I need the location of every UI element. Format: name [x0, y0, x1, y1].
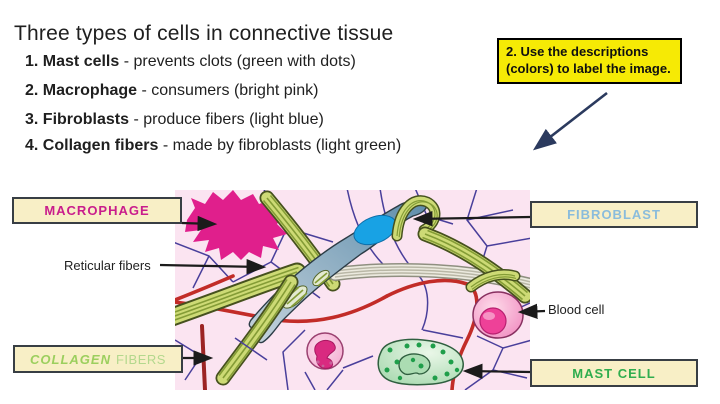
- collagen-bundle: [417, 226, 530, 304]
- connective-tissue-illustration: [175, 190, 530, 390]
- collagen-bundle: [175, 262, 307, 326]
- leukocyte-cell: [306, 332, 344, 370]
- list-item-collagen-fibers: 4. Collagen fibers - made by fibroblasts…: [25, 137, 401, 155]
- mast-cell-granules: [384, 342, 460, 381]
- label-box-macrophage: MACROPHAGE: [12, 197, 182, 224]
- list-item-term: 4. Collagen fibers: [25, 137, 159, 154]
- list-item-term: 1. Mast cells: [25, 53, 120, 70]
- macrophage-cell: [185, 190, 287, 260]
- label-reticular-fibers: Reticular fibers: [64, 258, 151, 273]
- list-item-mast-cells: 1. Mast cells - prevents clots (green wi…: [25, 53, 401, 71]
- collagen-bundle: [215, 274, 299, 386]
- label-text: MACROPHAGE: [44, 203, 150, 218]
- list-item-term: 2. Macrophage: [25, 82, 138, 99]
- list-item-macrophage: 2. Macrophage - consumers (bright pink): [25, 82, 401, 100]
- label-box-fibroblast: FIBROBLAST: [530, 201, 698, 228]
- list-item-description: - prevents clots (green with dots): [119, 53, 356, 70]
- label-text: FIBROBLAST: [567, 207, 661, 222]
- page-title: Three types of cells in connective tissu…: [14, 22, 394, 46]
- instruction-pointer-arrow: [532, 91, 608, 151]
- cell-type-list: 1. Mast cells - prevents clots (green wi…: [25, 53, 401, 166]
- blood-cell: [472, 291, 524, 339]
- list-item-fibroblasts: 3. Fibroblasts - produce fibers (light b…: [25, 111, 401, 129]
- fibroblast-slits: [282, 269, 331, 309]
- label-box-mast-cell: MAST CELL: [530, 359, 698, 387]
- collagen-bundle: [465, 268, 521, 293]
- list-item-description: - produce fibers (light blue): [129, 111, 324, 128]
- mast-cell: [377, 338, 464, 386]
- label-text: COLLAGEN: [30, 351, 111, 367]
- label-blood-cell: Blood cell: [548, 302, 605, 317]
- label-text: MAST CELL: [572, 365, 656, 381]
- list-item-description: - consumers (bright pink): [137, 82, 319, 99]
- label-text: FIBERS: [115, 351, 166, 367]
- list-item-term: 3. Fibroblasts: [25, 111, 130, 128]
- list-item-description: - made by fibroblasts (light green): [158, 137, 402, 154]
- instruction-callout: 2. Use the descriptions (colors) to labe…: [497, 38, 682, 85]
